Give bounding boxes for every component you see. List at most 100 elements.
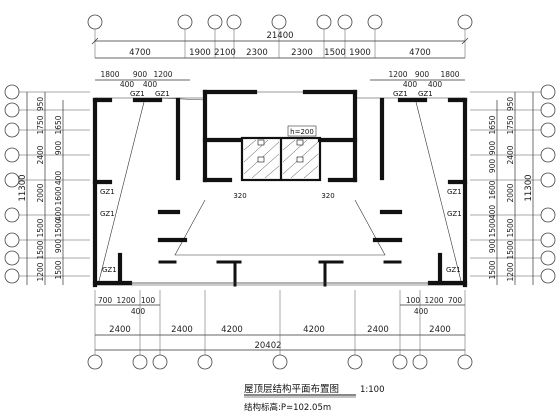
elevation-note: 结构标高:P=102.05m [244, 402, 331, 413]
left-inner-3: 400 [54, 171, 63, 186]
top-400-4: 400 [428, 80, 443, 89]
right-outer-3: 2400 [506, 145, 515, 164]
right-dimensions: 11300 950 1750 2400 2000 1500 1500 1200 … [488, 92, 534, 285]
right-outer-2: 1750 [506, 115, 515, 134]
left-outer-7: 1200 [36, 262, 45, 281]
bottom-subdimensions: 700 1200 100 100 1200 700 400 400 [95, 296, 465, 316]
left-inner-5: 400 [54, 207, 63, 222]
right-inner-8: 1500 [488, 260, 497, 279]
right-inner-3: 900 [488, 159, 497, 174]
top-sub-right-3: 1800 [440, 70, 459, 79]
slab-edge-right [414, 97, 463, 286]
bottom-400-2: 400 [414, 307, 429, 316]
bottom-sub-left-3: 100 [141, 296, 156, 305]
top-dimension-row: 4700 1900 2100 2300 2300 1500 1900 4700 [95, 48, 465, 59]
gz1-label: GZ1 [447, 188, 462, 196]
gz1-label: GZ1 [393, 90, 408, 98]
slab-outline [94, 91, 466, 286]
top-subdimensions: 1800 900 1200 1200 900 1800 400 400 400 … [95, 70, 465, 89]
slab-edge-left-top [159, 97, 206, 101]
top-overall-label: 21400 [266, 31, 293, 41]
top-sub-left-3: 1200 [153, 70, 172, 79]
bottom-dim-5: 2400 [367, 325, 389, 335]
left-inner-4: 1600 [54, 186, 63, 205]
column-labels: GZ1 GZ1 GZ1 GZ1 GZ1 GZ1 GZ1 GZ1 GZ1 GZ1 [100, 90, 462, 274]
level-320-right: 320 [321, 192, 334, 200]
top-sub-left-2: 900 [133, 70, 148, 79]
left-outer-2: 1750 [36, 115, 45, 134]
top-dim-7: 1900 [349, 48, 371, 58]
right-outer-4: 2000 [506, 183, 515, 202]
top-axis-bubbles [87, 14, 473, 58]
gz1-label: GZ1 [100, 210, 115, 218]
gz1-label: GZ1 [130, 90, 145, 98]
horizontal-gridlines [19, 91, 541, 277]
top-dim-1: 4700 [129, 48, 151, 58]
left-inner-7: 900 [54, 239, 63, 254]
left-inner-1: 1650 [54, 115, 63, 134]
top-sub-left-1: 1800 [100, 70, 119, 79]
gz1-label: GZ1 [418, 90, 433, 98]
gz1-label: GZ1 [447, 210, 462, 218]
drawing-title: 屋顶层结构平面布置图 [244, 383, 339, 395]
slab-edge-center [174, 199, 386, 256]
gz1-label: GZ1 [155, 90, 170, 98]
left-overall-label: 11300 [18, 174, 28, 201]
top-dim-2: 1900 [189, 48, 211, 58]
gz1-label: GZ1 [100, 188, 115, 196]
top-dim-3: 2100 [214, 48, 236, 58]
left-inner-2: 900 [54, 141, 63, 156]
right-outer-5: 1500 [506, 218, 515, 237]
bottom-sub-right-3: 700 [448, 296, 463, 305]
bottom-overall-label: 20402 [254, 341, 281, 351]
bottom-dim-2: 2400 [171, 325, 193, 335]
top-dim-4: 2300 [246, 48, 268, 58]
bottom-sub-right-1: 100 [406, 296, 421, 305]
right-inner-6: 1500 [488, 218, 497, 237]
right-inner-4: 1600 [488, 180, 497, 199]
left-outer-4: 2000 [36, 183, 45, 202]
gz1-label: GZ1 [102, 266, 117, 274]
right-inner-5: 400 [488, 205, 497, 220]
gz1-label: GZ1 [446, 266, 461, 274]
left-inner-8: 1500 [54, 260, 63, 279]
right-outer-7: 1200 [506, 262, 515, 281]
slab-edge-left [97, 97, 146, 286]
top-sub-right-2: 900 [415, 70, 430, 79]
left-outer-6: 1500 [36, 240, 45, 259]
top-overall-dimension: 21400 [91, 31, 469, 45]
right-outer-6: 1500 [506, 240, 515, 259]
title-block: 屋顶层结构平面布置图 1:100 结构标高:P=102.05m [244, 383, 385, 413]
top-400-3: 400 [403, 80, 418, 89]
bottom-dim-4: 4200 [303, 325, 325, 335]
bottom-sub-left-1: 700 [98, 296, 113, 305]
right-outer-1: 950 [506, 97, 515, 112]
top-sub-right-1: 1200 [388, 70, 407, 79]
right-inner-2: 900 [488, 141, 497, 156]
left-outer-5: 1500 [36, 218, 45, 237]
right-axis-bubbles [540, 84, 556, 284]
right-inner-7: 900 [488, 239, 497, 254]
level-320-left: 320 [233, 192, 246, 200]
left-dimensions: 11300 950 1750 2400 2000 1500 1500 1200 … [18, 92, 64, 285]
bottom-sub-left-2: 1200 [116, 296, 135, 305]
drawing-scale: 1:100 [360, 385, 385, 395]
bottom-400-1: 400 [131, 307, 146, 316]
bottom-dim-6: 2400 [429, 325, 451, 335]
left-inner-6: 1500 [54, 218, 63, 237]
bottom-sub-right-2: 1200 [424, 296, 443, 305]
left-axis-bubbles [4, 84, 20, 284]
room-label-box [287, 125, 317, 137]
bottom-dim-3: 4200 [221, 325, 243, 335]
room-label: h=200 [290, 128, 314, 136]
left-outer-3: 2400 [36, 145, 45, 164]
top-400-2: 400 [143, 80, 158, 89]
top-dim-5: 2300 [291, 48, 313, 58]
floor-plan: h=200 320 320 [92, 89, 468, 288]
top-dim-6: 1500 [324, 48, 346, 58]
bottom-dim-1: 2400 [109, 325, 131, 335]
left-outer-1: 950 [36, 97, 45, 112]
right-overall-label: 11300 [524, 174, 534, 201]
